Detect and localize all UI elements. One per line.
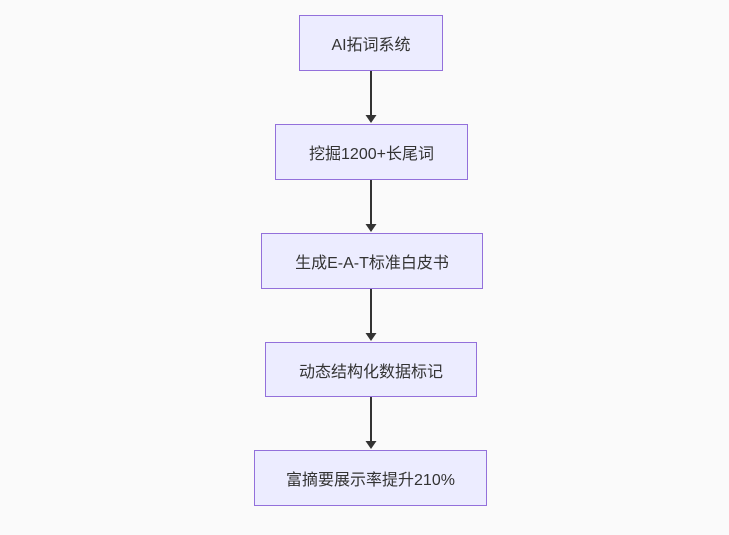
- flow-node-label: 生成E-A-T标准白皮书: [295, 255, 449, 272]
- flow-node-label: 动态结构化数据标记: [298, 363, 443, 381]
- flow-node-label: 挖掘1200+长尾词: [309, 146, 434, 163]
- flow-node-label: AI拓词系统: [331, 37, 411, 54]
- edge-arrow-d-e: [365, 397, 377, 449]
- flow-node-mine-longtail-keywords: 挖掘1200+长尾词: [275, 124, 468, 180]
- flow-node-dynamic-structured-data-markup: 动态结构化数据标记: [265, 342, 477, 397]
- edge-arrow-a-b: [365, 71, 377, 123]
- arrowhead-down-icon: [365, 441, 377, 449]
- arrowhead-down-icon: [365, 115, 377, 123]
- flow-node-generate-eat-whitepaper: 生成E-A-T标准白皮书: [261, 233, 483, 289]
- edge-arrow-c-d: [365, 289, 377, 341]
- flow-node-ai-word-expansion-system: AI拓词系统: [299, 15, 443, 71]
- flow-node-label: 富摘要展示率提升210%: [286, 472, 455, 489]
- arrowhead-down-icon: [365, 333, 377, 341]
- edge-arrow-b-c: [365, 180, 377, 232]
- flow-node-rich-snippet-rate-increase: 富摘要展示率提升210%: [254, 450, 487, 506]
- arrowhead-down-icon: [365, 224, 377, 232]
